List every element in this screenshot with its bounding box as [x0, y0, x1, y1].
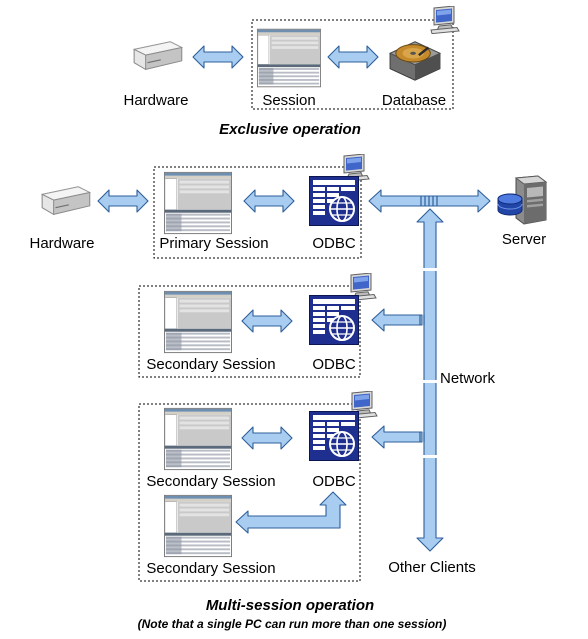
- network-label: Network: [440, 370, 496, 387]
- hardware-drive-icon: [133, 41, 183, 70]
- other-clients-label: Other Clients: [388, 559, 476, 576]
- secondary3-odbc-bent-arrow: [235, 491, 347, 534]
- database-disk-icon: [388, 40, 442, 82]
- server-icon: [497, 175, 547, 225]
- secondary-session-screenshot-icon-1: [164, 290, 232, 354]
- odbc-icon-secondary-1: [309, 295, 359, 345]
- primary-odbc-arrow: [243, 189, 295, 213]
- network-to-odbc2-arrow: [371, 425, 423, 449]
- primary-session-screenshot-icon: [164, 171, 232, 235]
- odbc-icon-secondary-2: [309, 411, 359, 461]
- odbc-icon-primary: [309, 176, 359, 226]
- secondary1-odbc-arrow: [241, 309, 293, 333]
- trunk-gap-2: [423, 380, 437, 383]
- top-pc-monitor-icon: [430, 6, 460, 34]
- network-label-bg: [438, 366, 504, 386]
- top-hardware-session-arrow: [192, 45, 244, 69]
- bottom-hardware-drive-icon: [41, 186, 91, 215]
- top-database-label: Database: [382, 92, 446, 109]
- top-hardware-label: Hardware: [123, 92, 188, 109]
- multi-session-note: (Note that a single PC can run more than…: [138, 617, 447, 631]
- exclusive-operation-caption: Exclusive operation: [219, 121, 361, 138]
- top-session-screenshot-icon: [257, 28, 321, 88]
- primary-session-label: Primary Session: [159, 235, 268, 252]
- odbc-label-primary: ODBC: [312, 235, 356, 252]
- secondary-session-label-2: Secondary Session: [146, 473, 275, 490]
- top-pc-boundary: [251, 19, 454, 110]
- multi-session-caption: Multi-session operation: [206, 597, 374, 614]
- secondary-pc-boundary-2: [138, 403, 361, 582]
- secondary-session-screenshot-icon-3: [164, 494, 232, 558]
- trunk-gap-1: [423, 268, 437, 271]
- odbc-label-secondary-2: ODBC: [312, 473, 356, 490]
- server-label: Server: [502, 231, 546, 248]
- hardware-primary-arrow: [97, 189, 149, 213]
- secondary-session-label-3: Secondary Session: [146, 560, 275, 577]
- trunk-gap-3: [423, 455, 437, 458]
- odbc-label-secondary-1: ODBC: [312, 356, 356, 373]
- top-session-label: Session: [262, 92, 315, 109]
- primary-pc-boundary: [153, 166, 362, 259]
- secondary-session-label-1: Secondary Session: [146, 356, 275, 373]
- top-session-database-arrow: [327, 45, 379, 69]
- secondary-session-screenshot-icon-2: [164, 407, 232, 471]
- bottom-hardware-label: Hardware: [29, 235, 94, 252]
- secondary2-odbc-arrow: [241, 426, 293, 450]
- network-to-odbc1-arrow: [371, 308, 423, 332]
- network-junction-marks: [419, 196, 438, 442]
